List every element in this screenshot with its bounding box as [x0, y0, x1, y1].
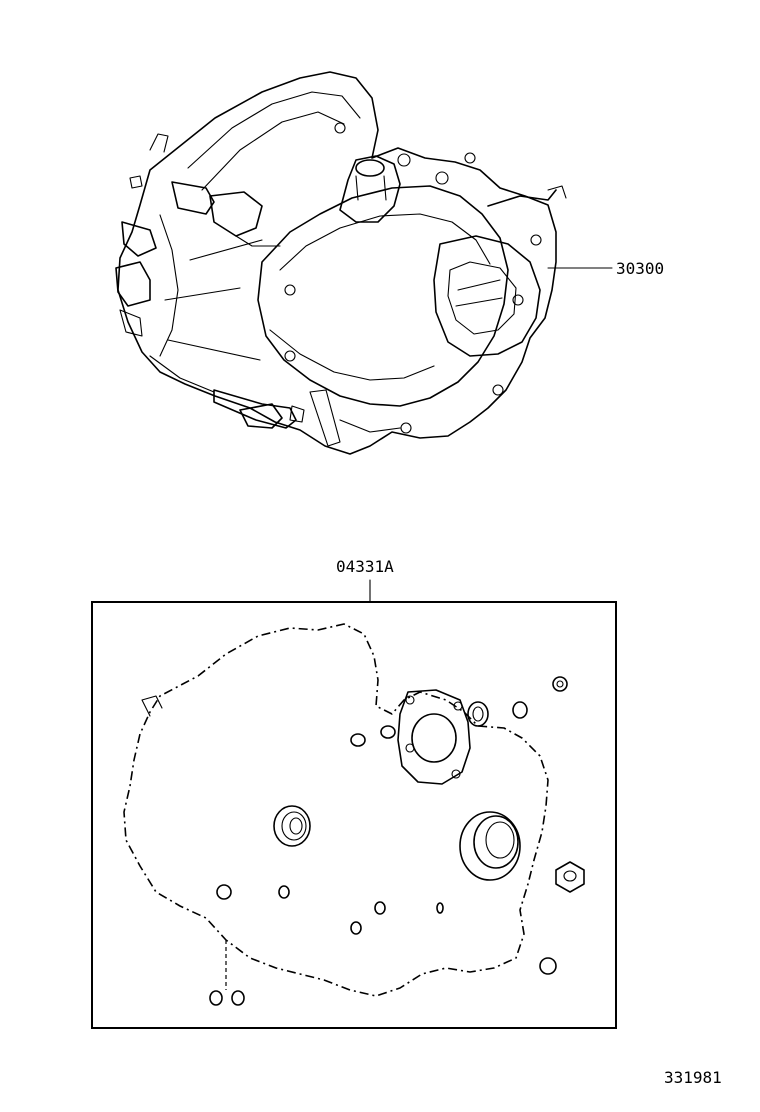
callout-transaxle: 30300 — [547, 259, 664, 278]
figure-id: 331981 — [664, 1068, 722, 1087]
transaxle-assembly-icon — [115, 71, 567, 455]
callout-gasket-kit: 04331A — [336, 557, 394, 603]
gasket-kit-icon — [123, 623, 585, 1006]
part-number-transaxle: 30300 — [616, 259, 664, 278]
part-number-gasket-kit: 04331A — [336, 557, 394, 576]
gasket-kit-box — [91, 601, 617, 1029]
